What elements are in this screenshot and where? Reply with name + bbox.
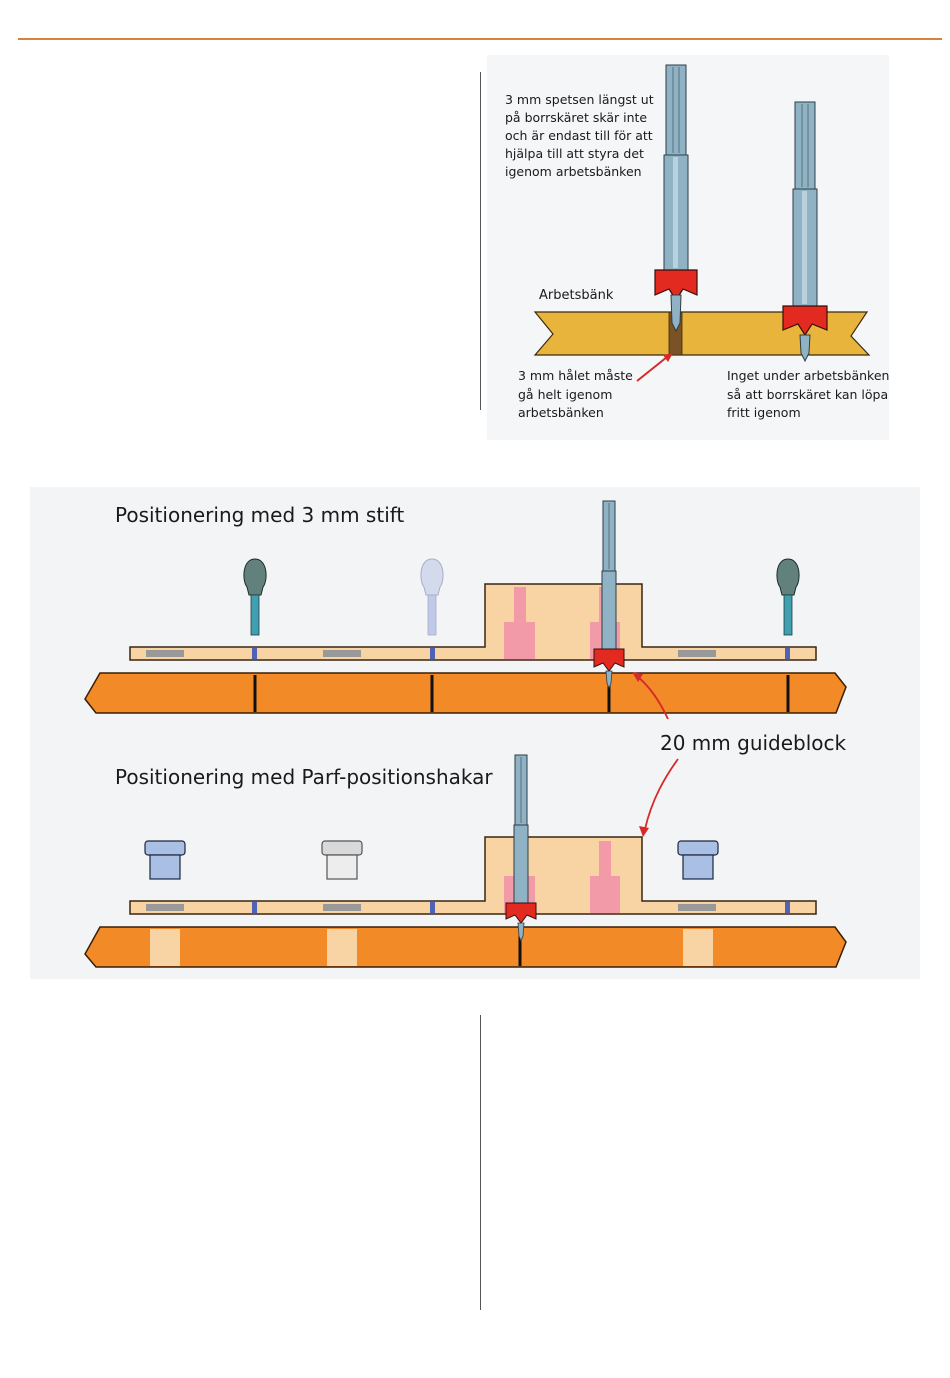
pin-1 <box>243 558 267 636</box>
plate-2-pinhole-2 <box>430 902 435 913</box>
drill-bit-left <box>654 64 698 333</box>
column-divider-bottom <box>480 1015 481 1310</box>
plate-2-slot-3 <box>678 904 716 911</box>
plate-2-pinhole-3 <box>785 902 790 913</box>
plate-guideblock-2 <box>129 836 817 915</box>
plate-2-slot-2 <box>323 904 361 911</box>
title-stops: Positionering med Parf-positionshakar <box>115 765 493 789</box>
positioning-diagram: Positionering med 3 mm stift 20 mm guide… <box>30 487 920 979</box>
drill-bit-1 <box>593 500 625 690</box>
label-guideblock: 20 mm guideblock <box>660 731 847 755</box>
pin-2 <box>420 558 444 636</box>
positioning-background <box>30 487 920 979</box>
plate-1-pinhole-2 <box>430 648 435 659</box>
arrow-guideblock-1 <box>637 676 669 720</box>
drill-bit-2 <box>505 754 537 943</box>
drill-bit-right <box>782 101 828 363</box>
header-rule <box>18 38 942 40</box>
plate-1-slot-3 <box>678 650 716 657</box>
bench-2-stop-hole-1 <box>150 929 180 966</box>
bench-2-stop-hole-3 <box>683 929 713 966</box>
parf-stop-2 <box>321 840 363 880</box>
plate-1-pinhole-3 <box>785 648 790 659</box>
note-nothing-under: Inget under arbetsbänken så att borrskär… <box>727 368 889 420</box>
bench-2-stop-hole-2 <box>327 929 357 966</box>
workbench-2 <box>84 926 847 968</box>
top-drill-diagram: 3 mm spetsen längst ut på borrskäret skä… <box>487 55 889 440</box>
arrow-guideblock-2 <box>644 758 679 830</box>
plate-2-pinhole-1 <box>252 902 257 913</box>
title-pins: Positionering med 3 mm stift <box>115 503 404 527</box>
column-divider-top <box>480 72 481 410</box>
cutter-right <box>782 305 828 337</box>
plate-guideblock-1 <box>129 583 817 661</box>
guide-bushing-1a <box>504 587 535 659</box>
note-tip: 3 mm spetsen längst ut på borrskäret skä… <box>505 92 658 179</box>
pin-3 <box>776 558 800 636</box>
guide-bushing-2b <box>590 841 620 913</box>
plate-1-slot-1 <box>146 650 184 657</box>
label-workbench: Arbetsbänk <box>539 288 614 303</box>
plate-1-pinhole-1 <box>252 648 257 659</box>
parf-stop-1 <box>144 840 186 880</box>
arrow-to-hole <box>636 356 668 382</box>
workbench-1 <box>84 672 847 714</box>
note-hole: 3 mm hålet måste gå helt igenom arbetsbä… <box>518 368 637 420</box>
plate-2-slot-1 <box>146 904 184 911</box>
plate-1-slot-2 <box>323 650 361 657</box>
parf-stop-3 <box>677 840 719 880</box>
